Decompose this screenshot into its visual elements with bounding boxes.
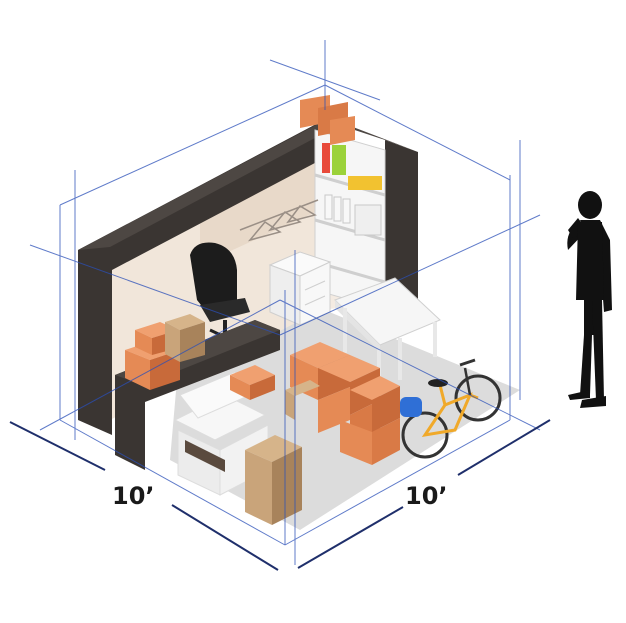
clothes-hangers bbox=[239, 199, 319, 242]
shelving-unit bbox=[314, 129, 386, 311]
front-left-low-wall bbox=[115, 320, 280, 470]
dimension-lines bbox=[9, 419, 551, 571]
back-left-wall-top bbox=[78, 124, 330, 250]
left-stacked-boxes bbox=[125, 314, 205, 390]
top-shelf-boxes bbox=[300, 95, 355, 145]
guide-lines bbox=[29, 40, 541, 565]
width-dimension-label: 10’ bbox=[112, 482, 155, 510]
right-wall-column bbox=[385, 140, 418, 315]
filing-cabinet bbox=[268, 251, 332, 326]
center-stacked-boxes bbox=[230, 342, 400, 465]
depth-dimension-label: 10’ bbox=[405, 482, 448, 510]
white-table bbox=[334, 277, 441, 380]
kraft-box-front bbox=[245, 435, 302, 525]
person-silhouette-icon bbox=[567, 191, 612, 408]
